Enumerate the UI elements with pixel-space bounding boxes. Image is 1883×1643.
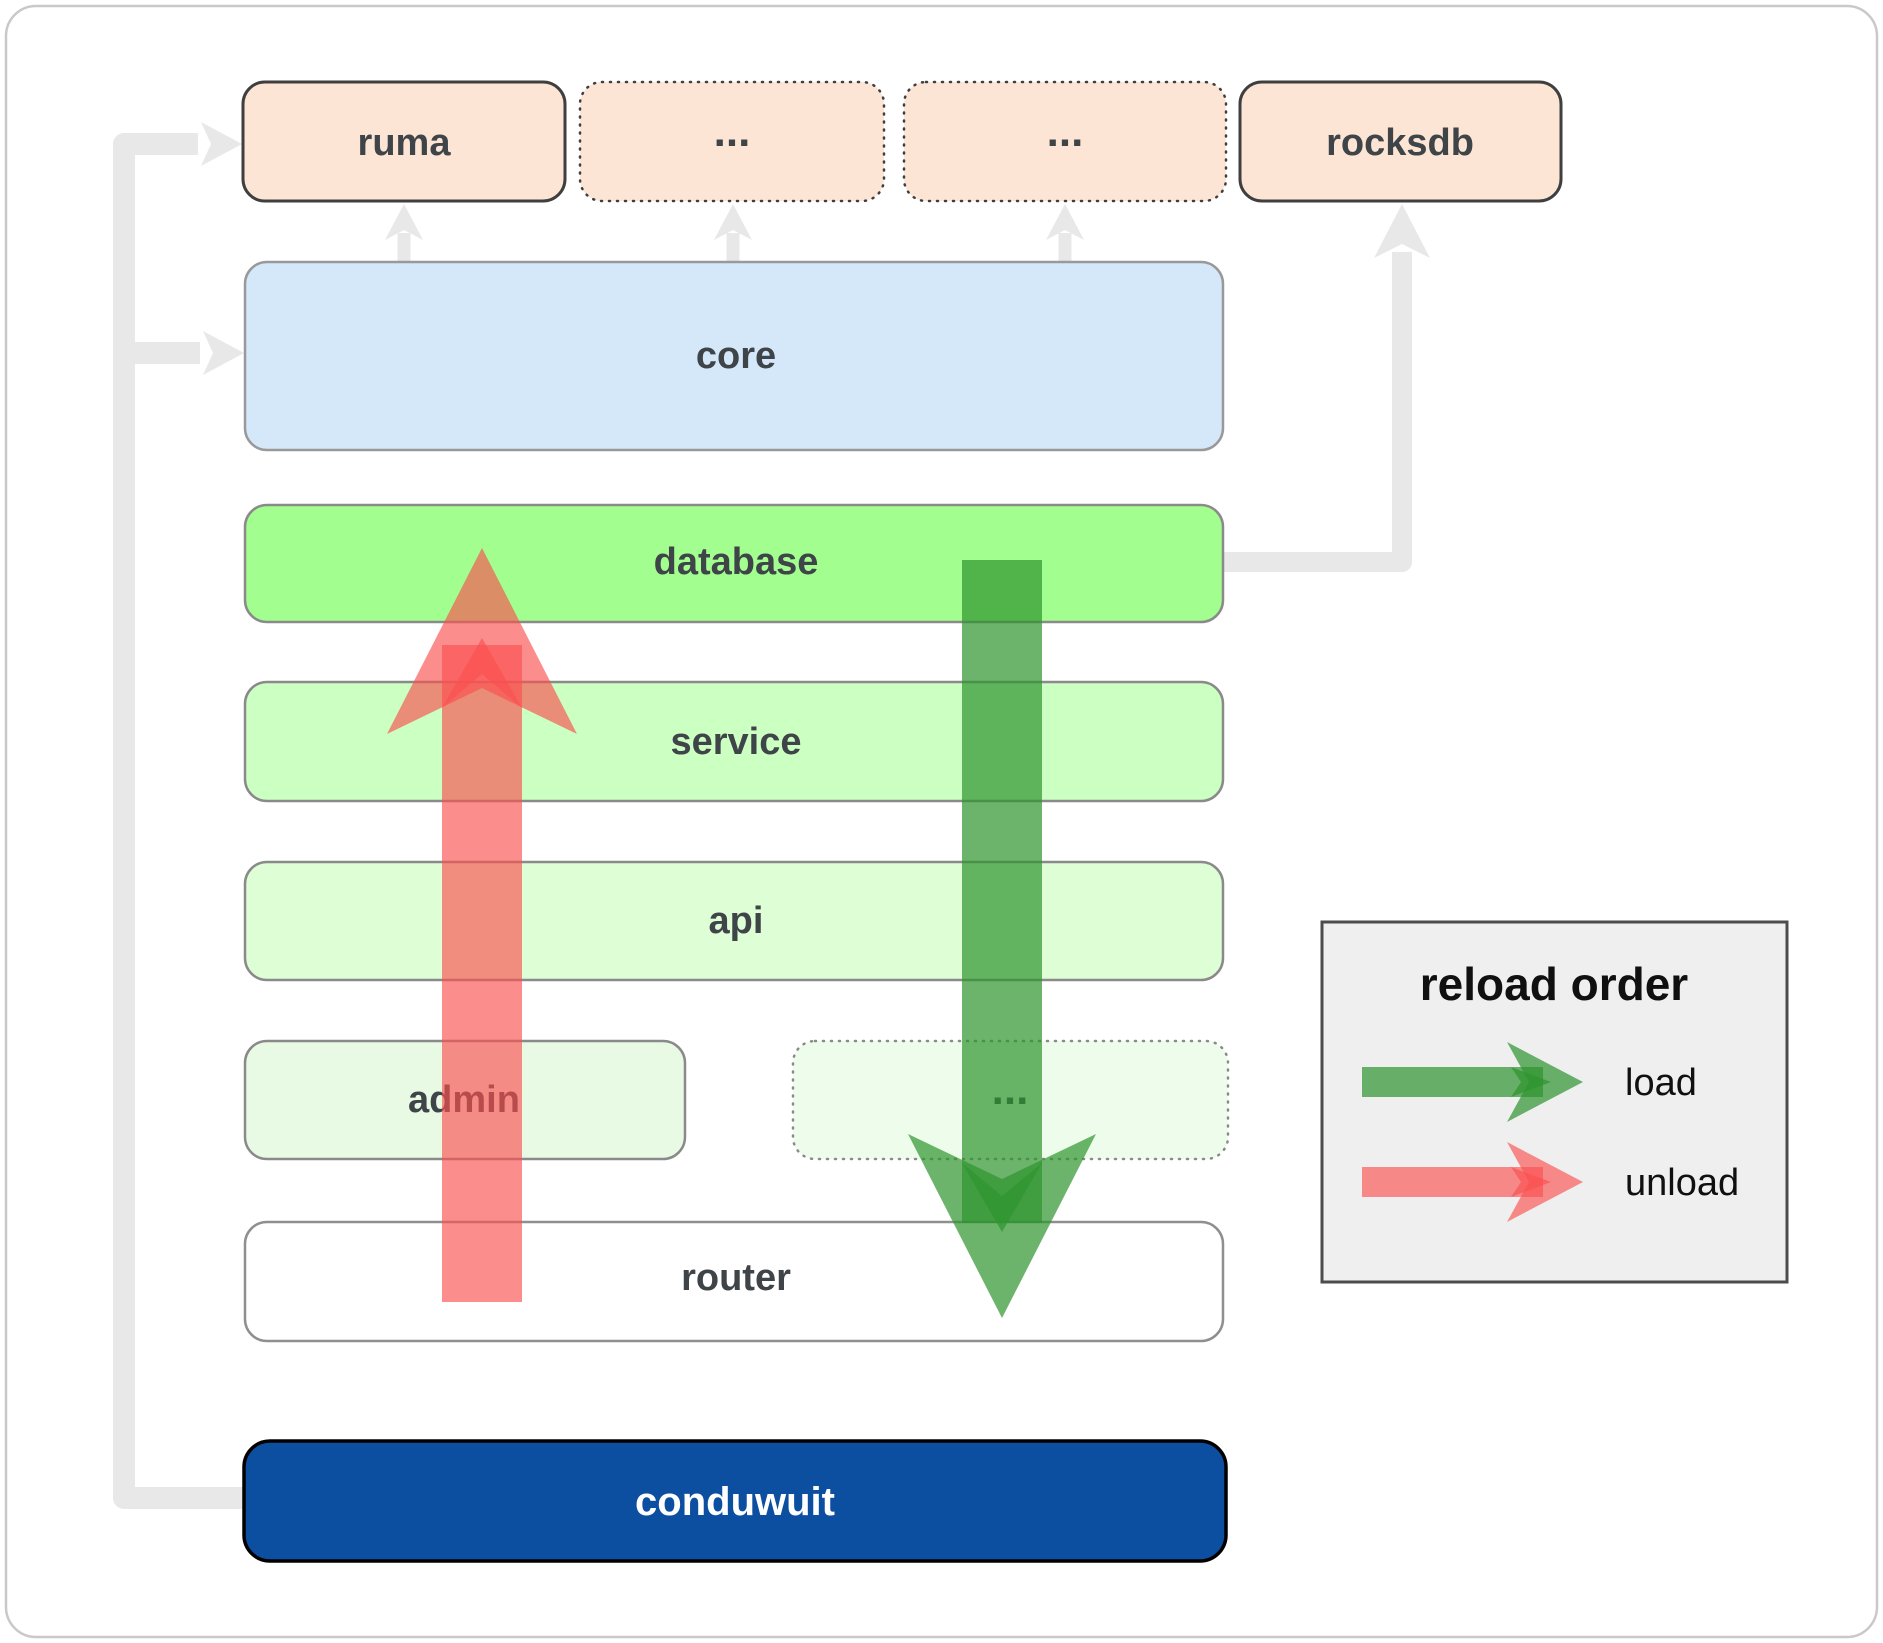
core-to-deps-a-shaft [726, 233, 740, 263]
box-conduwuit [242, 1439, 1228, 1563]
box-service-label: service [670, 721, 801, 763]
arrowhead-to-core-icon [203, 331, 244, 375]
load-arrow-marker-icon [962, 1163, 1042, 1232]
database-rocksdb-connector [1222, 204, 1430, 572]
box-deps-a-label: ... [714, 107, 751, 156]
box-api-label: api [709, 900, 764, 942]
box-rocksdb-label: rocksdb [1326, 122, 1474, 164]
conduwuit-connector [113, 122, 244, 1509]
core-to-deps-a-head-icon [714, 204, 752, 240]
legend: reload order load unload [1320, 920, 1789, 1284]
box-conduwuit-label: conduwuit [635, 1480, 835, 1524]
box-rocksdb [1238, 80, 1563, 203]
legend-load-arrow [1362, 1042, 1583, 1122]
legend-unload-arrow [1362, 1142, 1583, 1222]
legend-load-marker-icon [1511, 1067, 1551, 1097]
box-core-label: core [696, 335, 776, 377]
box-deps-b [902, 80, 1228, 203]
legend-unload-label: unload [1625, 1162, 1739, 1204]
load-arrow-shaft [962, 560, 1042, 1223]
box-ruma-label: ruma [358, 122, 452, 164]
unload-arrow [387, 548, 577, 1302]
box-database-label: database [654, 541, 819, 583]
box-deps-a [578, 80, 886, 203]
arrowhead-to-ruma-icon [201, 122, 242, 166]
legend-title: reload order [1420, 958, 1689, 1010]
unload-arrow-shaft [442, 645, 522, 1302]
core-to-ruma-head-icon [385, 204, 423, 240]
legend-box [1320, 920, 1789, 1284]
legend-load-shaft [1362, 1067, 1543, 1097]
core-to-ruma-arrow [385, 204, 423, 263]
unload-arrow-marker-icon [442, 638, 522, 708]
legend-unload-shaft [1362, 1167, 1543, 1197]
arrowhead-to-rocksdb-icon [1374, 204, 1430, 258]
core-to-ruma-shaft [397, 233, 411, 263]
box-deps-b-label: ... [1047, 107, 1084, 156]
core-to-deps-b-arrow [1046, 204, 1084, 263]
box-ruma [241, 80, 567, 203]
box-router-label: router [681, 1257, 791, 1299]
legend-load-label: load [1625, 1062, 1697, 1104]
legend-unload-marker-icon [1511, 1167, 1551, 1197]
box-core [243, 260, 1225, 452]
conduwuit-to-ruma-line [113, 133, 244, 1509]
core-to-deps-b-shaft [1058, 233, 1072, 263]
database-to-rocksdb-line [1222, 252, 1412, 572]
top-dependency-row: ruma ... ... rocksdb [241, 80, 1563, 203]
load-arrow [908, 560, 1096, 1318]
core-to-deps-a-arrow [714, 204, 752, 263]
core-to-deps-b-head-icon [1046, 204, 1084, 240]
page-frame [4, 4, 1879, 1639]
